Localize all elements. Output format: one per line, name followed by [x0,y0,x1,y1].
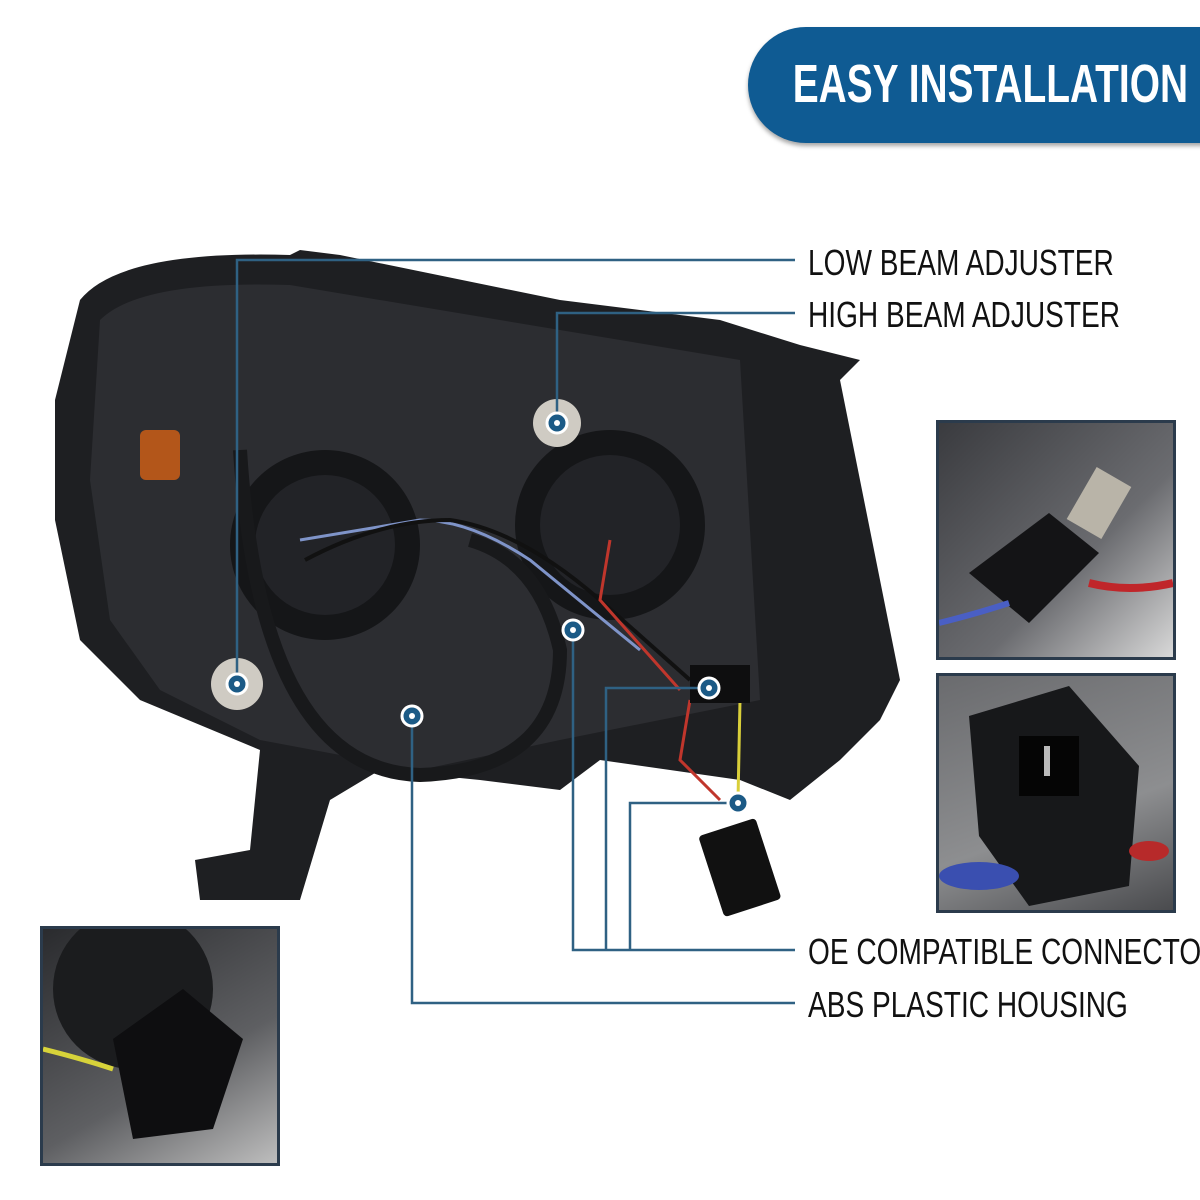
label-high-beam-adjuster: HIGH BEAM ADJUSTER [808,294,1121,335]
inset-photo-connector-top [936,420,1176,660]
banner-title: EASY INSTALLATION [792,54,1188,114]
easy-installation-banner: EASY INSTALLATION [748,27,1200,143]
callout-line-high-beam [555,311,795,423]
connector-module [699,818,781,917]
label-low-beam-adjuster: LOW BEAM ADJUSTER [808,242,1114,283]
headlight-housing [55,250,900,917]
inset-photo-connector-plug [40,926,280,1166]
amber-reflector [140,430,180,480]
inset-photo-connector-socket [936,673,1176,913]
label-abs-plastic-housing: ABS PLASTIC HOUSING [808,984,1128,1025]
callout-line-housing [410,716,795,1005]
callout-line-connectors [571,630,795,952]
callout-lines [235,258,795,1005]
callout-dots [225,411,750,815]
callout-line-low-beam [235,258,795,684]
label-oe-compatible-connectors: OE COMPATIBLE CONNECTORS [808,931,1200,972]
